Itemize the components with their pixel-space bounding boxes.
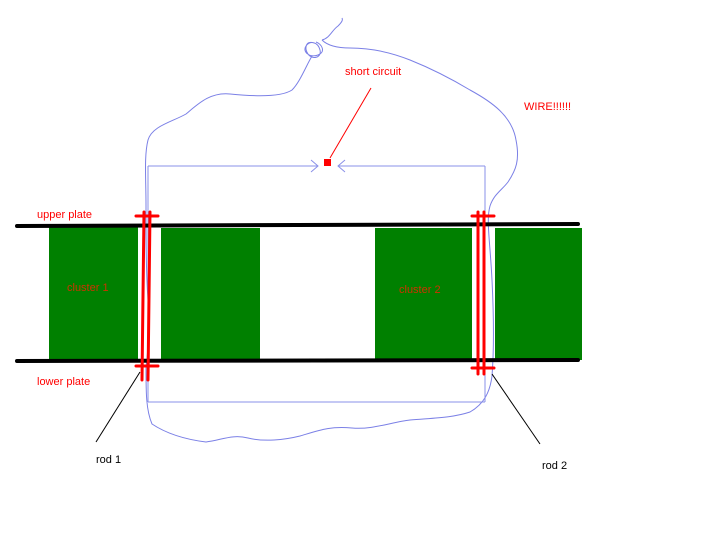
- rod-2: [470, 210, 496, 376]
- cluster-1-right-block: [161, 228, 260, 360]
- rod-2-label: rod 2: [542, 460, 567, 472]
- wire-loop: [145, 17, 519, 443]
- rod-1-label: rod 1: [96, 454, 121, 466]
- cluster-2-label: cluster 2: [399, 284, 441, 296]
- cluster-1-left-block: [49, 226, 138, 360]
- short-circuit-marker: [324, 159, 331, 166]
- short-circuit-pointer: [329, 87, 372, 159]
- upper-plate: [15, 222, 580, 228]
- rod-2-pointer: [491, 373, 541, 445]
- rod-1: [134, 210, 160, 382]
- lower-plate: [15, 358, 580, 363]
- cluster-2-right-block: [495, 228, 582, 360]
- lower-plate-label: lower plate: [37, 376, 90, 388]
- upper-plate-label: upper plate: [37, 209, 92, 221]
- wire-label: WIRE!!!!!!: [524, 101, 571, 113]
- rod-1-pointer: [95, 371, 141, 443]
- cluster-1-label: cluster 1: [67, 282, 109, 294]
- cluster-2-left-block: [375, 228, 472, 360]
- short-circuit-label: short circuit: [345, 66, 401, 78]
